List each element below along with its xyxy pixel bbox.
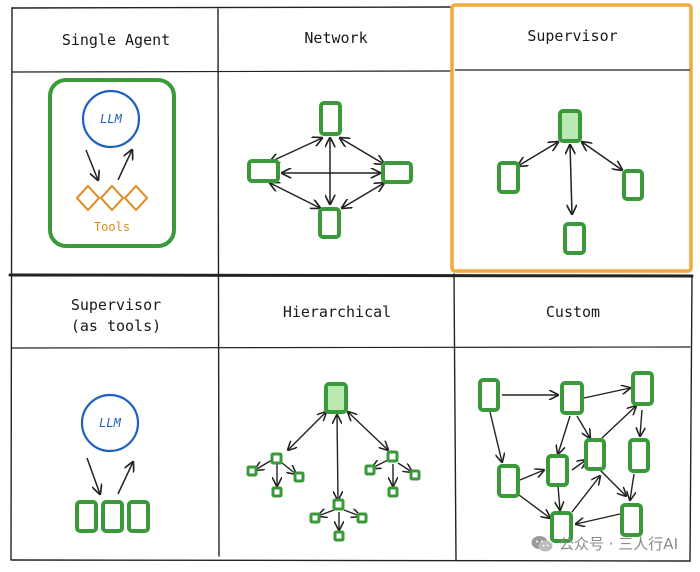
agent-node [364,464,376,476]
llm-node [80,393,140,453]
edge [570,145,572,214]
agent-node [319,101,342,136]
edge [348,412,388,450]
tools-label: Tools [93,220,131,234]
hierarchical-agents [246,382,421,542]
agent-node [546,454,569,487]
edge [340,138,384,164]
edge [571,460,586,471]
edge [630,473,634,500]
edge [342,183,384,208]
agent-node [356,512,368,524]
edge [640,409,642,436]
supervisor-agents [497,109,644,255]
agent-boundary [48,78,176,248]
edge [270,183,320,208]
custom-title: Custom [545,303,601,321]
agent-node [550,511,573,543]
tool-diamond [75,184,101,212]
agent-tool-node [101,500,124,533]
custom-edges [489,388,642,524]
edge [281,462,296,474]
agent-tool-node [127,500,150,533]
tool-diamond [123,184,149,212]
network-agents [247,101,413,239]
edge [519,470,544,481]
edge [571,476,600,513]
agent-node [247,159,280,183]
single-agent-diagram [48,78,176,248]
single-agent-title: Single Agent [61,31,171,49]
supervisor-diagram [518,142,622,214]
supervisor-highlight-frame [450,3,693,273]
supervisor-tools-title-line2: (as tools) [70,317,162,335]
llm-to-tools-arrow [85,149,98,180]
sub-supervisor-node [332,498,345,511]
edge [255,459,273,470]
network-title: Network [304,29,368,47]
supervisor-tools-diagram [75,393,150,533]
supervisor-title: Supervisor [527,27,618,45]
edge [489,411,502,462]
grid [8,6,694,562]
llm-to-agents-arrow [86,457,100,494]
tool-diamonds [75,184,149,212]
supervisor-tools-llm-label: LLM [99,416,121,430]
agent-node [271,486,283,498]
agent-node [387,486,399,498]
supervisor-node [558,109,582,143]
agent-node [293,471,305,483]
agent-node [478,378,500,412]
edge [582,142,622,170]
custom-agents [478,371,654,543]
edge [270,138,322,162]
edge [601,406,636,439]
watermark: 公众号 · 三人行AI [531,533,678,554]
agent-node [333,530,345,542]
llm-node [81,89,141,149]
edge [558,485,560,510]
edge [288,412,326,450]
edge [558,415,571,454]
wechat-icon [531,535,553,551]
network-diagram [270,138,384,208]
agent-node [584,438,606,471]
agent-tool-node [75,500,98,533]
hierarchical-title: Hierarchical [282,303,392,321]
agent-node [246,465,258,477]
sub-supervisor-node [386,450,399,463]
supervisor-tools-title-line1: Supervisor [70,296,162,314]
edge [337,415,338,500]
edge [514,491,550,518]
agent-node [309,512,321,524]
tools-to-llm-arrow [117,150,132,181]
edge [576,415,590,438]
edge [576,513,621,524]
tool-diamond [99,184,125,212]
edge [397,462,412,472]
agent-node [620,503,643,537]
top-supervisor-node [324,382,348,414]
agent-node [381,161,413,184]
agent-node [628,438,650,473]
agent-node [409,469,421,481]
agent-node [497,464,520,498]
agent-node [622,169,644,201]
watermark-text: 公众号 · 三人行AI [559,535,678,553]
hierarchical-edges [255,412,412,530]
edge [599,469,626,496]
agent-node [563,222,586,255]
single-agent-llm-label: LLM [100,112,122,126]
edge [318,510,335,516]
sub-supervisor-node [270,452,283,465]
agent-node [318,207,341,239]
agent-node [631,371,654,406]
agent-node [560,381,584,415]
agents-to-llm-arrow [117,462,133,495]
edge [583,388,630,399]
edge [518,142,558,166]
agent-node [497,161,520,194]
